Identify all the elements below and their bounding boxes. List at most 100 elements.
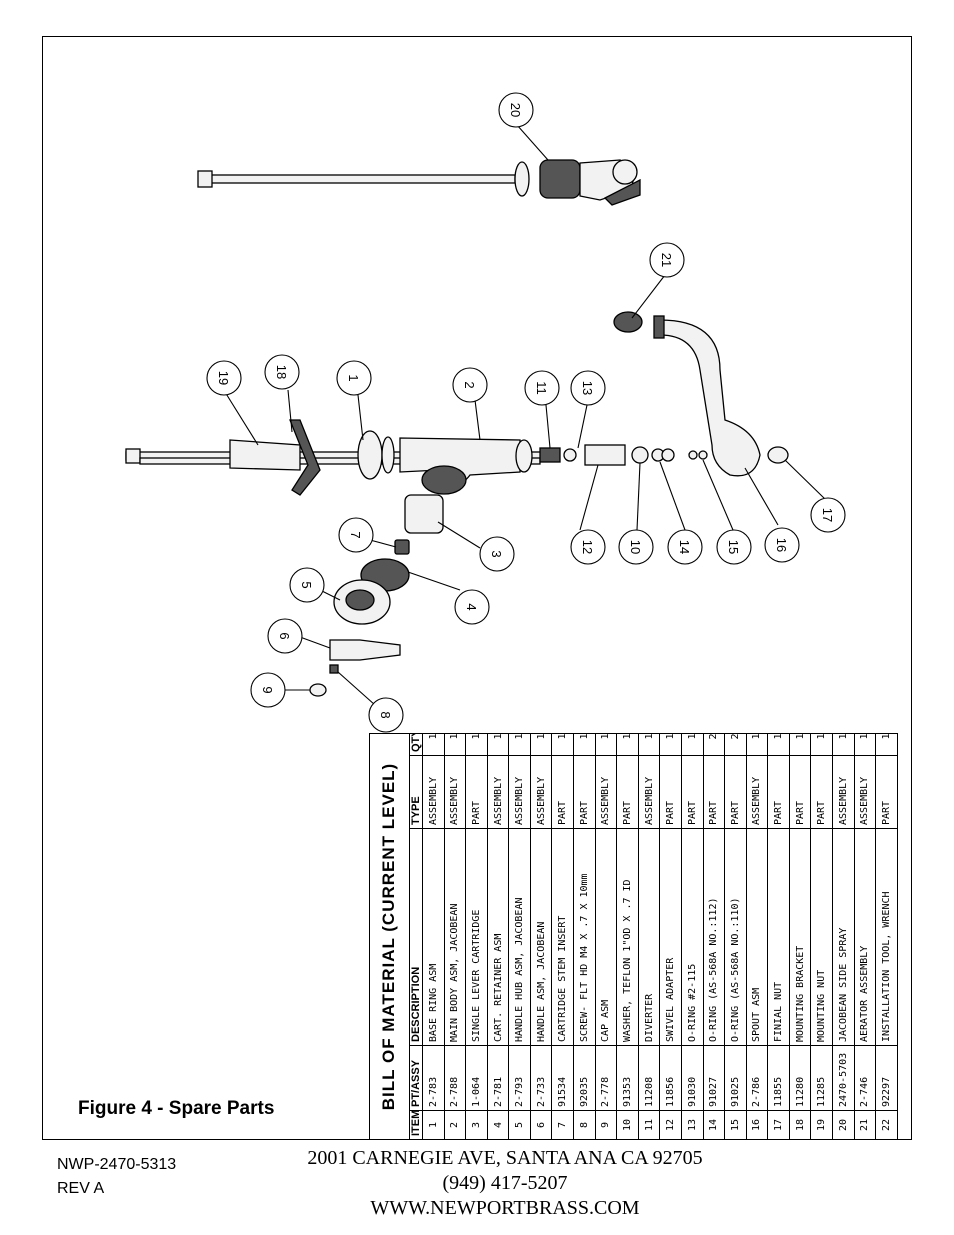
bom-cell-item: 2 [444,1110,466,1140]
bom-cell-type: ASSEMBLY [854,755,876,829]
bom-cell-pt: 91353 [616,1045,639,1111]
callout-16: 16 [764,527,800,563]
company-address: 2001 CARNEGIE AVE, SANTA ANA CA 92705 (9… [255,1146,755,1221]
svg-text:4: 4 [464,603,479,610]
bom-cell-pt: 92297 [875,1045,898,1111]
bom-cell-qty: 1 [465,733,488,756]
bom-cell-description: O-RING (AS-568A NO.:110) [724,828,747,1046]
revision: REV A [57,1180,105,1197]
callout-7: 7 [338,517,374,553]
svg-text:8: 8 [378,711,393,718]
bom-cell-description: HANDLE ASM, JACOBEAN [530,828,552,1046]
bom-header-qty: QTY. [409,733,423,756]
bom-cell-item: 21 [854,1110,876,1140]
bom-cell-pt: 2-786 [746,1045,768,1111]
bom-cell-type: ASSEMBLY [832,755,855,829]
svg-text:12: 12 [580,540,595,554]
bom-cell-description: WASHER, TEFLON 1"OD X .7 ID [616,828,639,1046]
bom-cell-type: PART [681,755,704,829]
bom-cell-type: ASSEMBLY [422,755,445,829]
leader-lines [224,124,827,706]
bom-cell-pt: 2-733 [530,1045,552,1111]
bom-cell-description: FINIAL NUT [767,828,790,1046]
callout-8: 8 [368,697,404,733]
svg-text:15: 15 [726,540,741,554]
bom-cell-type: PART [659,755,682,829]
svg-text:3: 3 [489,550,504,557]
callout-20: 20 [498,92,534,128]
bom-cell-qty: 1 [789,733,811,756]
callout-19: 19 [206,360,242,396]
bom-cell-type: ASSEMBLY [444,755,466,829]
bom-cell-qty: 1 [659,733,682,756]
bom-cell-type: PART [875,755,898,829]
bom-cell-description: O-RING (AS-568A NO.:112) [703,828,725,1046]
callout-9: 9 [250,672,286,708]
bom-cell-type: PART [724,755,747,829]
svg-text:19: 19 [216,371,231,385]
bom-cell-qty: 1 [767,733,790,756]
bom-cell-item: 4 [487,1110,509,1140]
bom-cell-item: 13 [681,1110,704,1140]
bom-cell-type: PART [789,755,811,829]
bom-cell-type: ASSEMBLY [530,755,552,829]
callout-6: 6 [267,618,303,654]
bom-cell-pt: 11208 [638,1045,660,1111]
callout-3: 3 [479,536,515,572]
address-street: 2001 CARNEGIE AVE, SANTA ANA CA 92705 [307,1147,703,1169]
bom-cell-pt: 1-064 [465,1045,488,1111]
bom-cell-qty: 2 [703,733,725,756]
bom-cell-item: 10 [616,1110,639,1140]
bom-cell-description: SWIVEL ADAPTER [659,828,682,1046]
figure-caption: Figure 4 - Spare Parts [78,1098,275,1119]
bom-cell-qty: 1 [551,733,574,756]
bom-cell-pt: 2-788 [444,1045,466,1111]
bom-cell-qty: 1 [573,733,596,756]
svg-text:6: 6 [277,632,292,639]
bom-cell-pt: 91027 [703,1045,725,1111]
bom-cell-pt: 91534 [551,1045,574,1111]
callout-10: 10 [618,529,654,565]
bom-cell-pt: 11280 [789,1045,811,1111]
bom-cell-item: 19 [810,1110,833,1140]
bom-cell-qty: 1 [530,733,552,756]
bom-cell-type: ASSEMBLY [487,755,509,829]
bom-cell-description: SPOUT ASM [746,828,768,1046]
svg-text:1: 1 [346,374,361,381]
bom-cell-qty: 1 [616,733,639,756]
callout-18: 18 [264,354,300,390]
bom-cell-description: MOUNTING BRACKET [789,828,811,1046]
bom-cell-pt: 2-781 [487,1045,509,1111]
bom-cell-description: HANDLE HUB ASM, JACOBEAN [508,828,531,1046]
bom-cell-description: BASE RING ASM [422,828,445,1046]
bom-cell-item: 15 [724,1110,747,1140]
svg-text:17: 17 [820,508,835,522]
bom-cell-type: PART [767,755,790,829]
bom-cell-description: CAP ASM [595,828,617,1046]
callout-2: 2 [452,367,488,403]
bom-cell-description: SCREW- FLT HD M4 X .7 X 10mm [573,828,596,1046]
callout-21: 21 [649,242,685,278]
bom-cell-type: ASSEMBLY [508,755,531,829]
bom-cell-type: PART [465,755,488,829]
bom-cell-type: PART [573,755,596,829]
callout-4: 4 [454,589,490,625]
svg-text:14: 14 [677,540,692,554]
bom-cell-type: PART [616,755,639,829]
bom-cell-description: O-RING #2-115 [681,828,704,1046]
bom-cell-qty: 1 [487,733,509,756]
bom-cell-item: 5 [508,1110,531,1140]
svg-text:5: 5 [299,581,314,588]
